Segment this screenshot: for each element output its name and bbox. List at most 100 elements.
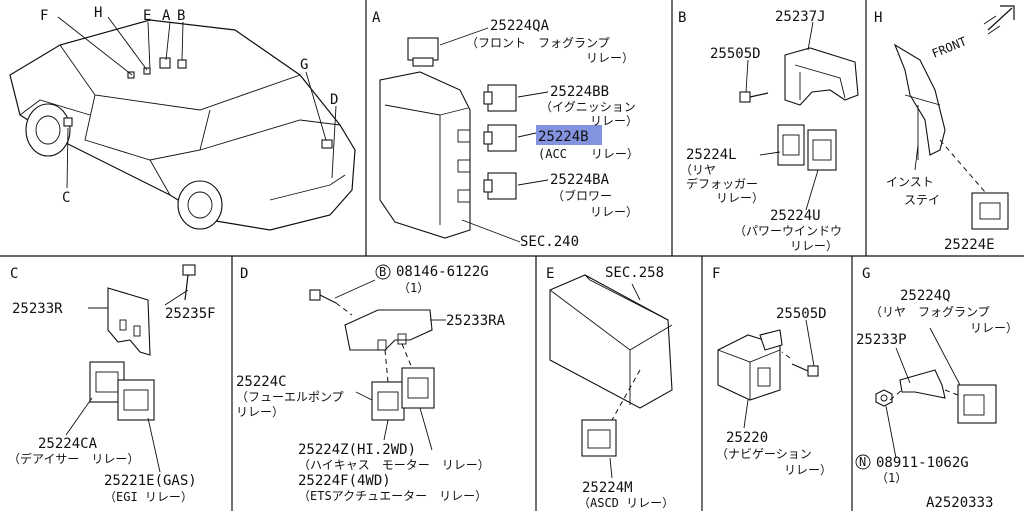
desc-25224U-1: （パワーウインドウ bbox=[734, 224, 842, 238]
callout-G: G bbox=[300, 57, 308, 73]
nut-code-N bbox=[855, 454, 871, 470]
desc-25220-1: （ナビゲーション bbox=[716, 447, 812, 461]
insty-label-2: ステイ bbox=[904, 193, 940, 207]
overview-leader-lines bbox=[57, 16, 337, 189]
desc-25224M-1: （ASCD リレー） bbox=[578, 496, 674, 510]
desc-25224L-1: （リヤ bbox=[680, 163, 716, 177]
sec-240: SEC.240 bbox=[520, 234, 579, 250]
diagram-code: A2520333 bbox=[926, 495, 993, 511]
highlight-25224B bbox=[536, 125, 602, 145]
relay-25224C bbox=[371, 381, 405, 421]
desc-25224B-1: (ACC リレー） bbox=[538, 147, 639, 161]
pn-25233RA: 25233RA bbox=[446, 313, 506, 329]
callout-A: A bbox=[162, 8, 171, 24]
insty-label-1: インスト bbox=[886, 175, 934, 189]
desc-25224BB-2: リレー） bbox=[590, 114, 638, 128]
pn-25224B: 25224B bbox=[538, 129, 589, 145]
desc-25224C-2: リレー） bbox=[236, 405, 284, 419]
desc-25224BA-1: （ブロワー bbox=[552, 188, 612, 203]
relay-25224BB bbox=[483, 84, 517, 112]
pn-25224QA: 25224QA bbox=[490, 18, 550, 34]
pn-25224Q: 25224Q bbox=[900, 288, 951, 304]
desc-25224Z-1: （ハイキャス モーター リレー） bbox=[298, 458, 490, 472]
pn-25221E: 25221E(GAS) bbox=[104, 473, 197, 489]
bolt-code-B bbox=[375, 264, 391, 280]
panel-G-letter: G bbox=[862, 266, 870, 282]
desc-25224Q-1: （リヤ フォグランプ bbox=[870, 305, 990, 319]
panel-B-letter: B bbox=[678, 10, 686, 26]
pn-25505D-F: 25505D bbox=[776, 306, 827, 322]
car-illustration bbox=[9, 19, 356, 231]
nut-08911 bbox=[875, 389, 893, 407]
pn-25224CA: 25224CA bbox=[38, 436, 98, 452]
screw-25505D-F bbox=[791, 363, 819, 377]
desc-25224BB-1: （イグニッション bbox=[540, 100, 636, 114]
relay-25224U bbox=[807, 129, 837, 171]
sec-258: SEC.258 bbox=[605, 265, 664, 281]
panel-H-letter: H bbox=[874, 10, 882, 26]
pn-25224Z: 25224Z(HI.2WD) bbox=[298, 442, 416, 458]
bolt-25235F bbox=[182, 264, 196, 301]
front-label: FRONT bbox=[930, 34, 969, 61]
bracket-25233RA bbox=[344, 309, 433, 351]
relay-25224B bbox=[483, 124, 517, 152]
bolt-code-B-letter: B bbox=[379, 265, 386, 279]
callout-H: H bbox=[94, 5, 102, 21]
qty-08911: （1） bbox=[876, 471, 907, 485]
bolt-08146 bbox=[309, 289, 337, 304]
car-overview-panel: F H E A B G D C bbox=[9, 5, 356, 231]
desc-25224L-2: デフォッガー bbox=[686, 176, 758, 191]
bracket-25233P bbox=[899, 369, 946, 399]
pn-25224BB: 25224BB bbox=[550, 84, 609, 100]
panel-G: G 25224Q （リヤ フォグランプ リレー） 25233P N 08911-… bbox=[855, 266, 1018, 485]
pn-25224F: 25224F(4WD) bbox=[298, 473, 391, 489]
pn-25224C: 25224C bbox=[236, 374, 287, 390]
panel-H: H FRONT インスト ステイ 25224E bbox=[874, 5, 1015, 253]
pn-25224BA: 25224BA bbox=[550, 172, 610, 188]
relay-25224Q bbox=[957, 384, 997, 424]
panel-A-letter: A bbox=[372, 10, 381, 26]
panel-C: C 25233R 25235F 25224CA （デアイサー リレー） 2522… bbox=[8, 264, 216, 504]
panel-B: B 25237J 25505D 25224L （リヤ デフォッガー リレー） 2… bbox=[678, 9, 859, 253]
pn-25224E: 25224E bbox=[944, 237, 995, 253]
relay-25220 bbox=[717, 329, 783, 401]
panel-F: F 25505D 25220 （ナビゲーション リレー） bbox=[712, 266, 832, 477]
pn-25233R: 25233R bbox=[12, 301, 63, 317]
desc-25224QA-2: リレー） bbox=[586, 51, 634, 65]
pn-25233P: 25233P bbox=[856, 332, 907, 348]
panel-C-letter: C bbox=[10, 266, 18, 282]
qty-08146: （1） bbox=[398, 281, 429, 295]
desc-25224C-1: （フューエルポンプ bbox=[236, 390, 344, 404]
pn-08911: 08911-1062G bbox=[876, 455, 969, 471]
callout-D: D bbox=[330, 92, 338, 108]
desc-25224QA-1: （フロント フォグランプ bbox=[466, 36, 610, 50]
pn-25505D-B: 25505D bbox=[710, 46, 761, 62]
pn-25235F: 25235F bbox=[165, 306, 216, 322]
pn-25224M: 25224M bbox=[582, 480, 633, 496]
insty-stay bbox=[893, 43, 946, 160]
relay-25224QA bbox=[407, 37, 439, 67]
desc-25221E-1: （EGI リレー） bbox=[104, 490, 193, 504]
callout-F: F bbox=[40, 8, 48, 24]
relay-25224M bbox=[581, 419, 617, 457]
desc-25224L-3: リレー） bbox=[716, 191, 764, 205]
relay-25224BA bbox=[483, 172, 517, 200]
relay-25221E bbox=[117, 379, 155, 421]
bracket-25233R bbox=[107, 287, 151, 356]
panel-A: A 25224QA （フロン bbox=[372, 10, 639, 250]
desc-25224CA-1: （デアイサー リレー） bbox=[8, 451, 139, 466]
front-arrow-icon bbox=[983, 5, 1015, 35]
panel-D-letter: D bbox=[240, 266, 248, 282]
desc-25220-2: リレー） bbox=[784, 463, 832, 477]
desc-25224U-2: リレー） bbox=[790, 239, 838, 253]
relay-25224E bbox=[971, 192, 1009, 230]
screw-25505D bbox=[739, 91, 769, 103]
relay-25224Z bbox=[401, 367, 435, 409]
pn-08146: 08146-6122G bbox=[396, 264, 489, 280]
bracket-25237J bbox=[784, 47, 859, 106]
pn-25220: 25220 bbox=[726, 430, 768, 446]
pn-25237J: 25237J bbox=[775, 9, 826, 25]
desc-25224Q-2: リレー） bbox=[970, 321, 1018, 335]
